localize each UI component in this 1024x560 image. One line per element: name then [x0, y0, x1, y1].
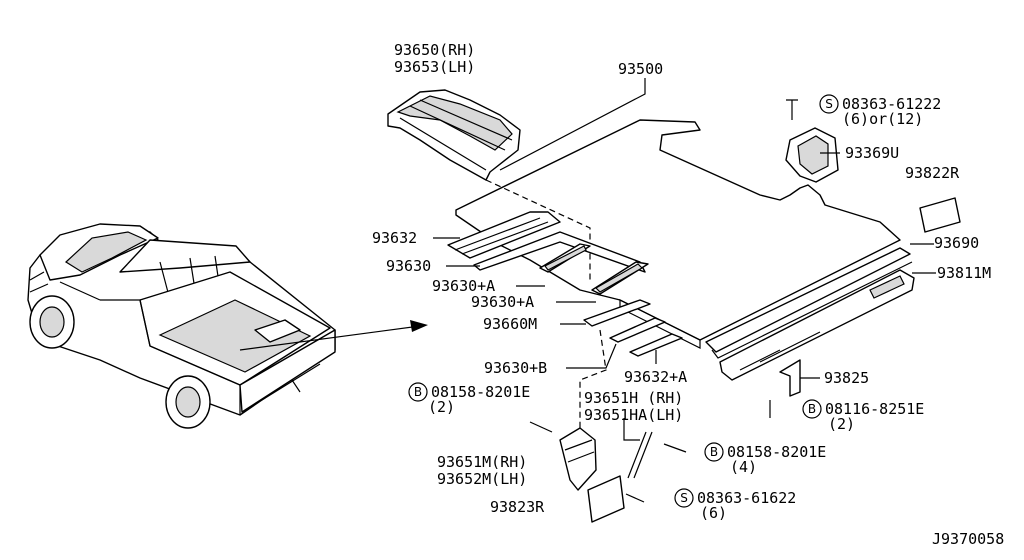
label-wheel-cover-lh: 93653(LH) [394, 58, 475, 76]
label-liner-a-a: 93632+A [624, 368, 687, 386]
liner-93632-a [629, 333, 683, 357]
guide-line-2 [579, 329, 607, 440]
bolt-b3-marker-text: B [710, 445, 718, 459]
mud-flap-93823r [587, 475, 625, 523]
label-hinge-rh: 93651H (RH) [584, 389, 683, 407]
bracket-93369u [785, 127, 839, 183]
label-bracket-upper: 93369U [845, 144, 899, 162]
bolt-b1-marker: B [408, 382, 428, 402]
label-bolt-b1: 08158-8201E [431, 383, 530, 401]
label-rail-690: 93690 [934, 234, 979, 252]
screw-a-shape [786, 99, 798, 120]
label-bolt-b3-qty: (4) [730, 458, 757, 476]
leader-lines [433, 78, 936, 441]
label-bolt-b2-qty: (2) [828, 415, 855, 433]
label-plate-823r: 93823R [490, 498, 545, 516]
label-screw-b: 08363-61622 [697, 489, 796, 507]
mud-flap-bracket [559, 427, 597, 491]
screw-b-marker: S [674, 488, 694, 508]
label-liner-b-b: 93630+B [484, 359, 547, 377]
label-part-660m: 93660M [483, 315, 537, 333]
screw-b-shape [625, 493, 645, 503]
screw-a-marker: S [819, 94, 839, 114]
liner-93630-a2 [591, 261, 649, 295]
bolt-b3-marker: B [704, 442, 724, 462]
label-plate-r: 93822R [905, 164, 960, 182]
screw-a-marker-text: S [825, 97, 833, 111]
label-bed-panel: 93500 [618, 60, 663, 78]
label-rail-811m: 93811M [937, 264, 991, 282]
part-93660m [583, 299, 651, 327]
plate-93822r [919, 197, 961, 233]
liner-93630-b [609, 317, 666, 343]
rail-93690 [705, 247, 913, 359]
label-screw-a: 08363-61222 [842, 95, 941, 113]
screw-b-marker-text: S [680, 491, 688, 505]
liner-93632 [447, 211, 561, 259]
bolt-b2-marker-text: B [808, 402, 816, 416]
label-mud-rh: 93651M(RH) [437, 453, 527, 471]
guide-line-1 [485, 179, 591, 280]
bolt-b1-marker-text: B [414, 385, 422, 399]
truck-illustration [27, 223, 428, 429]
label-wheel-cover-rh: 93650(RH) [394, 41, 475, 59]
bolt-b2-marker: B [802, 399, 822, 419]
label-bolt-b3: 08158-8201E [727, 443, 826, 461]
label-screw-a-qty: (6)or(12) [842, 110, 923, 128]
liner-93630 [473, 231, 646, 273]
label-bolt-b1-qty: (2) [428, 398, 455, 416]
label-bolt-b2: 08116-8251E [825, 400, 924, 418]
label-hinge-lh: 93651HA(LH) [584, 406, 683, 424]
label-liner-a: 93632 [372, 229, 417, 247]
hinge-93651h [627, 431, 653, 479]
wheel-cover [387, 89, 521, 181]
bolt-b1-shape [529, 421, 553, 433]
label-liner-b-a: 93630+A [432, 277, 495, 295]
liner-93630-a [539, 243, 591, 273]
label-liner-b: 93630 [386, 257, 431, 275]
rail-93811m [719, 269, 915, 381]
label-screw-b-qty: (6) [700, 504, 727, 522]
label-bracket-825: 93825 [824, 369, 869, 387]
label-mud-lh: 93652M(LH) [437, 470, 527, 488]
bed-panel [455, 119, 901, 349]
bolt-b3-shape [663, 443, 687, 453]
diagram-id: J9370058 [932, 530, 1004, 548]
label-liner-b-a2: 93630+A [471, 293, 534, 311]
bracket-93825 [779, 359, 801, 397]
